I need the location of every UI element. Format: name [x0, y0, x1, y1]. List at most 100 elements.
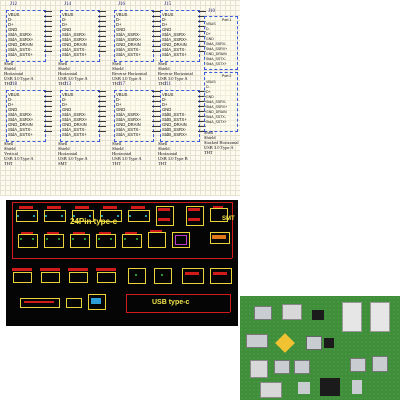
port2-label: Port 2 [222, 74, 232, 78]
usb-connector-3d[interactable] [250, 360, 268, 378]
symbol-body [6, 10, 46, 62]
footprint[interactable] [18, 232, 38, 248]
usb-connector-3d[interactable] [282, 304, 302, 320]
footprint[interactable] [44, 232, 64, 248]
refdes: J11 [164, 82, 171, 87]
label-24pin-typec: 24Pin type-c [70, 217, 118, 226]
pcb-layout-view: 24Pin type-c SMT [6, 200, 238, 326]
pin-stubs [198, 11, 206, 56]
footprint[interactable] [210, 268, 232, 284]
footprint[interactable] [100, 206, 122, 222]
usb-connector-3d[interactable] [352, 380, 362, 394]
usb-connector-3d[interactable] [312, 310, 324, 320]
footprint[interactable] [182, 268, 204, 284]
symbol-body [114, 10, 154, 62]
usb-connector-3d[interactable] [372, 356, 388, 372]
refdes: J13 [64, 82, 71, 87]
usb-connector-3d[interactable] [342, 302, 362, 332]
frame-left [12, 202, 13, 258]
footprint[interactable] [172, 230, 190, 248]
refdes: J10 [208, 9, 215, 14]
port2-body [204, 72, 238, 132]
usb-connector-3d[interactable] [298, 382, 310, 394]
footprint[interactable] [156, 204, 174, 226]
footprint[interactable] [154, 268, 172, 284]
footprint[interactable] [72, 206, 94, 222]
footprint[interactable] [44, 206, 66, 222]
footprint[interactable] [88, 294, 106, 310]
symbol-body [160, 90, 200, 142]
label-usb-typec: USB type-c [152, 299, 190, 306]
usb-frame-left [126, 294, 127, 312]
footprint[interactable] [68, 268, 88, 283]
frame-top [12, 202, 232, 203]
footprint[interactable] [148, 230, 166, 248]
usb-connector-3d[interactable] [294, 360, 310, 374]
footprint[interactable] [96, 232, 116, 248]
usb-connector-3d[interactable] [254, 306, 272, 320]
footprint[interactable] [122, 232, 142, 248]
pin-stubs [98, 91, 106, 136]
footprint[interactable] [70, 232, 90, 248]
footprint[interactable] [12, 268, 32, 283]
usb-connector-3d[interactable] [274, 360, 290, 374]
footprint[interactable] [40, 268, 60, 283]
footprint[interactable] [20, 298, 60, 308]
footprint[interactable] [96, 268, 116, 283]
footprint[interactable] [210, 206, 228, 222]
symbol-body [60, 10, 100, 62]
footprint[interactable] [128, 268, 146, 284]
pin-stubs [152, 11, 160, 56]
usb-connector-3d[interactable] [260, 382, 282, 398]
refdes: J15 [164, 2, 171, 7]
footprint[interactable] [16, 206, 38, 222]
usb-connector-3d[interactable] [370, 302, 390, 332]
usb-frame-right [230, 294, 231, 312]
port1-body [204, 16, 238, 70]
pin-stubs [44, 91, 52, 136]
refdes: J16 [118, 2, 125, 7]
refdes: J12 [10, 2, 17, 7]
usb-frame-top [126, 294, 230, 295]
refdes: J14 [64, 2, 71, 7]
usb-connector-3d[interactable] [246, 334, 268, 348]
usb-connector-3d[interactable] [324, 338, 334, 348]
frame-right [232, 202, 233, 258]
refdes: J17 [118, 82, 125, 87]
pin-stubs [98, 11, 106, 56]
usb-connector-3d[interactable] [320, 378, 340, 396]
usb-connector-3d[interactable] [306, 336, 322, 350]
footprint[interactable] [66, 298, 82, 308]
symbol-body [6, 90, 46, 142]
footprint[interactable] [128, 206, 150, 222]
port1-label: Port 1 [222, 18, 232, 22]
usb-connector-3d[interactable] [350, 358, 366, 372]
usb-frame-bottom [126, 312, 230, 313]
footprint[interactable] [186, 204, 204, 226]
frame-bottom [12, 258, 232, 259]
footprint[interactable] [210, 230, 230, 246]
pcb-3d-view [240, 296, 400, 400]
label-smt: SMT [222, 216, 235, 222]
refdes: J18 [10, 82, 17, 87]
